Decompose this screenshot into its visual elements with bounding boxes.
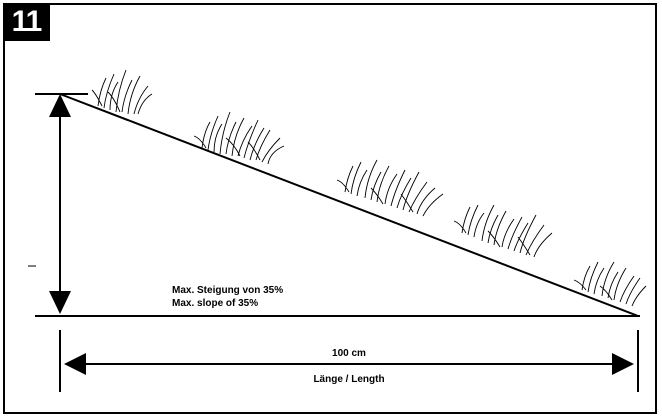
grass-icon: [336, 159, 444, 217]
length-caption-label: Länge / Length: [313, 374, 384, 385]
grass-icon: [453, 204, 553, 258]
slope-line: [59, 93, 639, 317]
arrow-head-down-icon: [49, 291, 71, 314]
grass-icon: [573, 261, 647, 307]
grass-clumps: [91, 69, 647, 307]
slope-label-en: Max. slope of 35%: [172, 298, 258, 309]
arrow-head-up-icon: [49, 94, 71, 117]
length-value-label: 100 cm: [332, 348, 366, 359]
figure-frame: [3, 3, 657, 414]
arrow-head-left-icon: [64, 353, 86, 375]
length-arrow: [64, 353, 634, 375]
arrow-head-right-icon: [612, 353, 634, 375]
grass-icon: [91, 69, 153, 115]
slope-label-de: Max. Steigung von 35%: [172, 285, 283, 296]
height-arrow: [49, 94, 71, 314]
figure-number-badge: 11: [3, 3, 50, 41]
grass-icon: [193, 111, 285, 165]
